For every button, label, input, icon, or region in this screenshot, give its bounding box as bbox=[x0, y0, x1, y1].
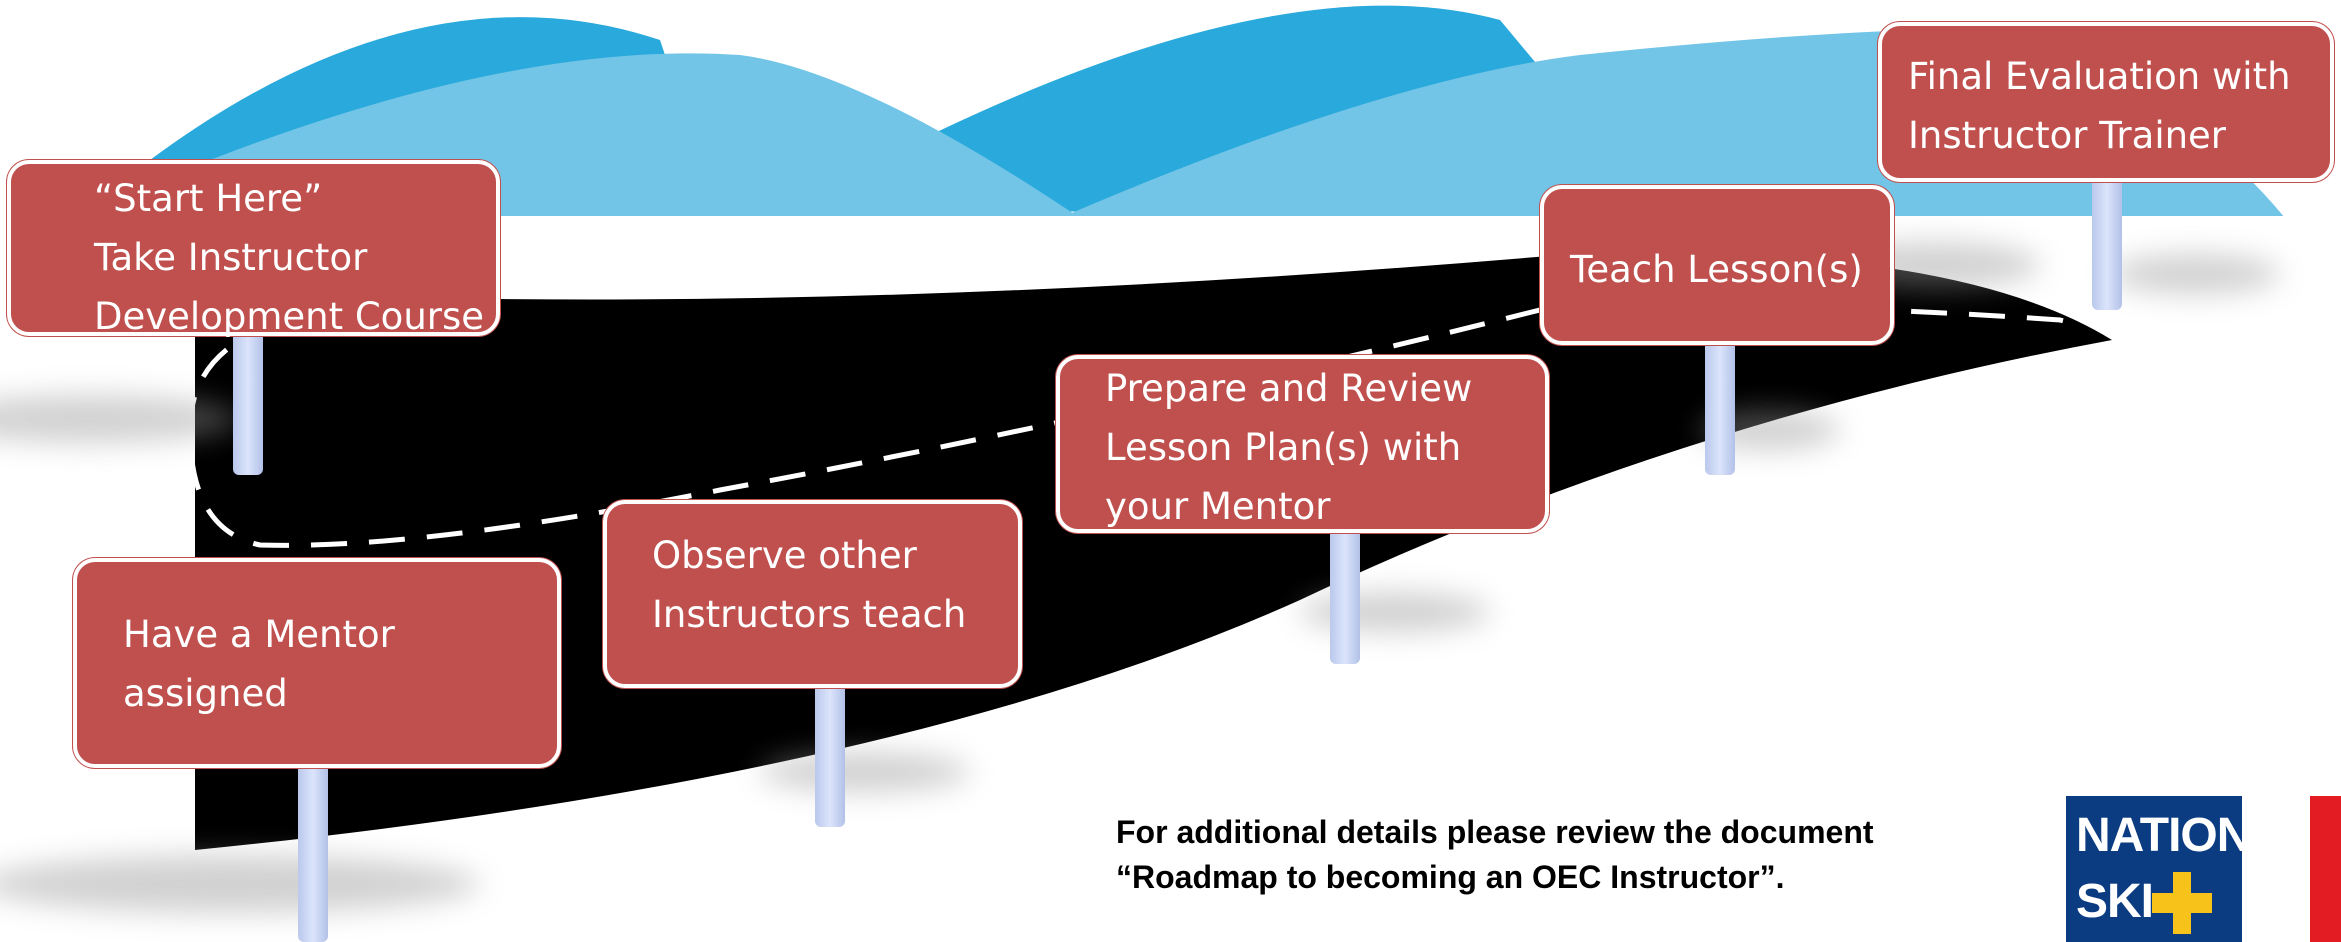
step-sign-observe: Observe other Instructors teach bbox=[603, 500, 1022, 688]
step-line: assigned bbox=[123, 672, 288, 715]
logo-line: NATIONAL bbox=[2076, 809, 2313, 862]
step-sign-prepare: Prepare and Review Lesson Plan(s) with y… bbox=[1056, 355, 1549, 533]
step-line: your Mentor bbox=[1105, 485, 1331, 528]
snow-band bbox=[150, 216, 2341, 276]
logo-line: SKI bbox=[2076, 875, 2154, 928]
step-line: Teach Lesson(s) bbox=[1570, 248, 1863, 291]
step-sign-teach: Teach Lesson(s) bbox=[1540, 185, 1894, 345]
sign-post bbox=[815, 682, 845, 827]
step-line: Observe other bbox=[652, 534, 917, 577]
ski-trail bbox=[195, 253, 2112, 851]
roadmap-note: For additional details please review the… bbox=[1116, 810, 1874, 900]
step-line: Take Instructor bbox=[94, 236, 368, 279]
step-sign-final: Final Evaluation with Instructor Trainer bbox=[1878, 22, 2334, 182]
step-line: Instructor Trainer bbox=[1908, 114, 2227, 157]
sign-post bbox=[233, 330, 263, 475]
step-line: Development Course bbox=[94, 295, 485, 338]
post-shadow bbox=[1300, 592, 1490, 632]
sign-post bbox=[1330, 528, 1360, 664]
step-sign-start: “Start Here” Take Instructor Development… bbox=[7, 160, 500, 338]
note-line: For additional details please review the… bbox=[1116, 814, 1874, 850]
post-shadow bbox=[760, 752, 970, 792]
step-line: Final Evaluation with bbox=[1908, 55, 2291, 98]
sign-post bbox=[2092, 176, 2122, 310]
step-line: “Start Here” bbox=[94, 177, 323, 220]
post-shadow bbox=[2110, 254, 2280, 294]
post-shadow bbox=[0, 395, 240, 443]
step-line: Have a Mentor bbox=[123, 613, 395, 656]
plus-cross-icon bbox=[2152, 872, 2212, 934]
post-shadow bbox=[0, 855, 480, 913]
logo-red-stripe bbox=[2310, 796, 2341, 942]
national-ski-logo: NATIONAL SKI bbox=[2066, 796, 2313, 942]
step-line: Lesson Plan(s) with bbox=[1105, 426, 1462, 469]
step-line: Instructors teach bbox=[652, 593, 967, 636]
step-line: Prepare and Review bbox=[1105, 367, 1473, 410]
sign-post bbox=[1705, 340, 1735, 475]
sign-post bbox=[298, 762, 328, 942]
note-line: “Roadmap to becoming an OEC Instructor”. bbox=[1116, 859, 1785, 895]
step-sign-mentor: Have a Mentor assigned bbox=[73, 558, 561, 768]
